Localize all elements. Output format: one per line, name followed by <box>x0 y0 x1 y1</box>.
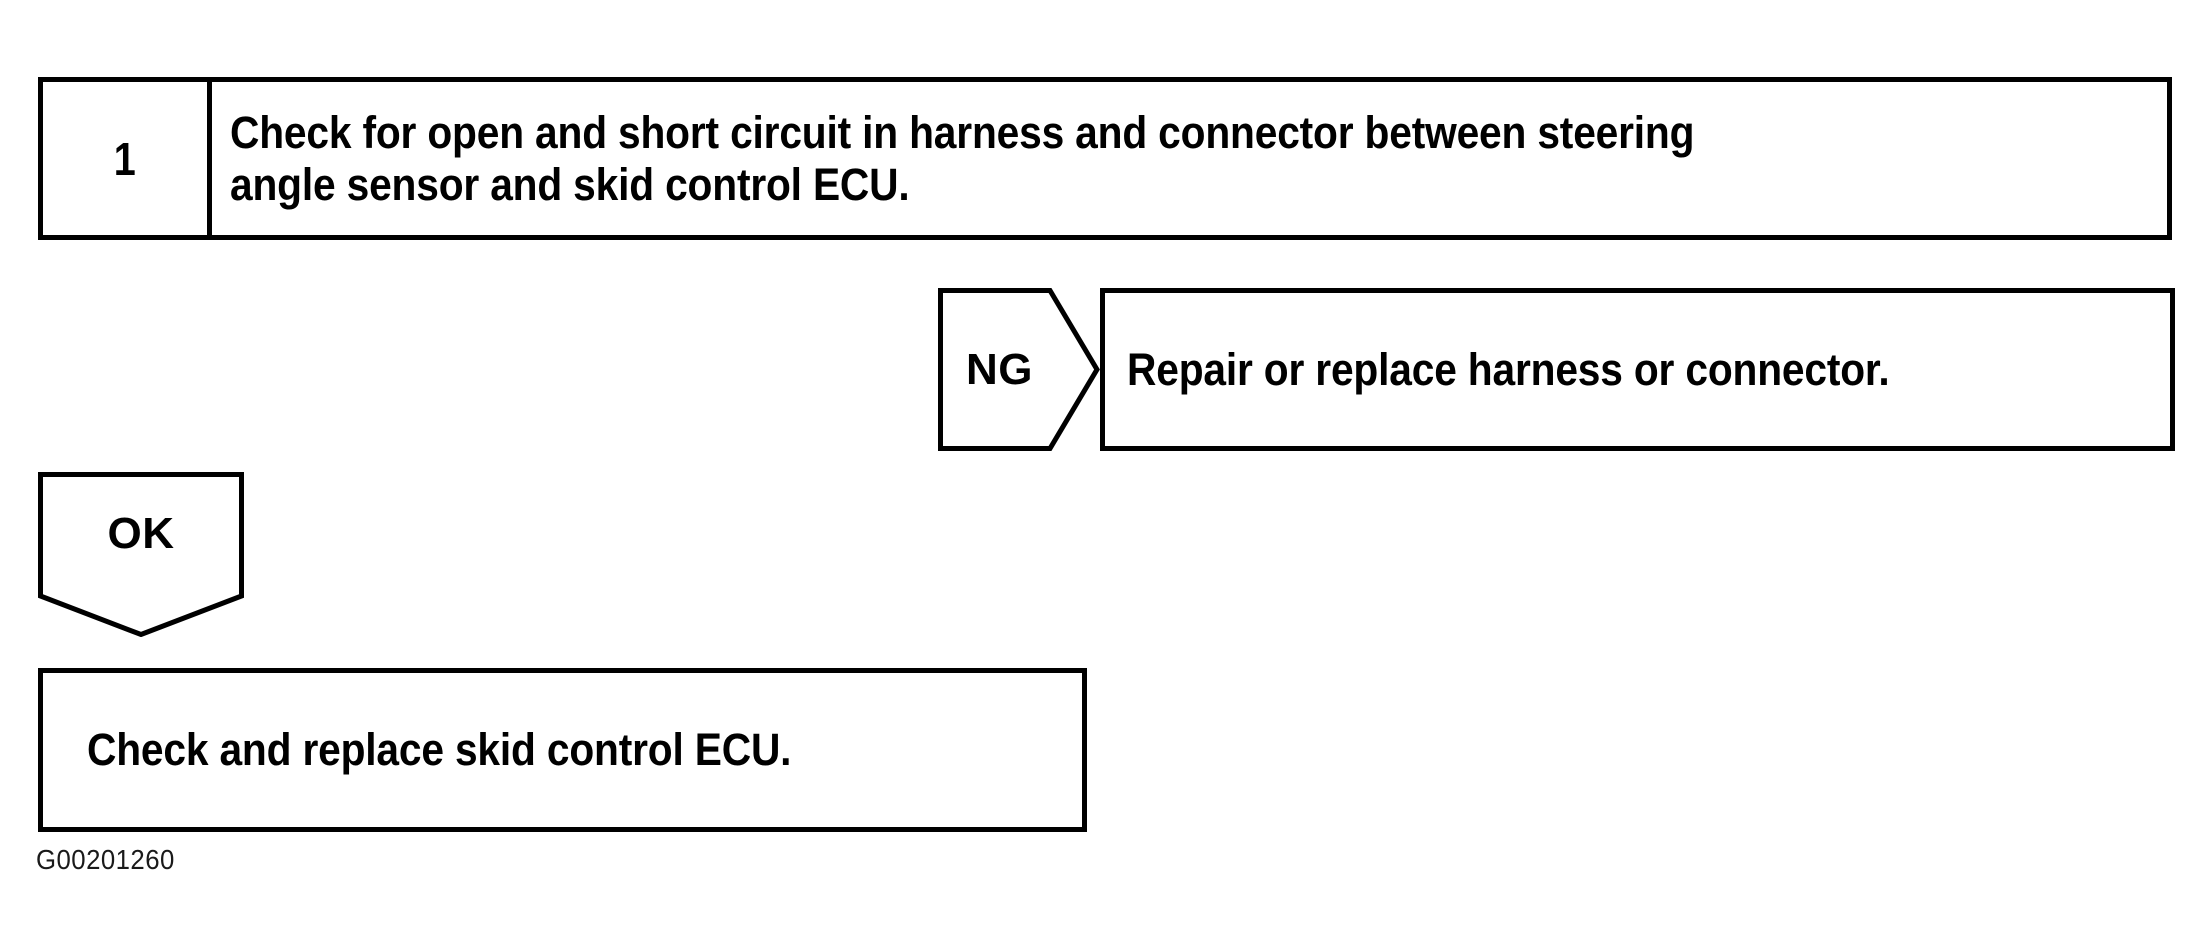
pentagon-down-icon <box>38 472 244 637</box>
step-number-cell: 1 <box>43 82 212 235</box>
ok-action-text: Check and replace skid control ECU. <box>87 724 792 776</box>
step-number: 1 <box>113 132 137 185</box>
figure-reference-code: G00201260 <box>36 844 175 875</box>
pentagon-right-icon <box>938 288 1100 451</box>
ng-action-box: Repair or replace harness or connector. <box>1100 288 2175 451</box>
ok-label: OK <box>107 509 175 558</box>
ok-action-box: Check and replace skid control ECU. <box>38 668 1087 832</box>
ok-branch-marker: OK <box>38 472 244 637</box>
ng-branch-marker: NG <box>938 288 1100 451</box>
step-instruction-cell: Check for open and short circuit in harn… <box>212 82 2167 235</box>
step-instruction-text: Check for open and short circuit in harn… <box>230 107 1695 210</box>
ng-label: NG <box>966 344 1033 394</box>
ng-action-text: Repair or replace harness or connector. <box>1127 343 1890 395</box>
step-1-box: 1 Check for open and short circuit in ha… <box>38 77 2172 240</box>
